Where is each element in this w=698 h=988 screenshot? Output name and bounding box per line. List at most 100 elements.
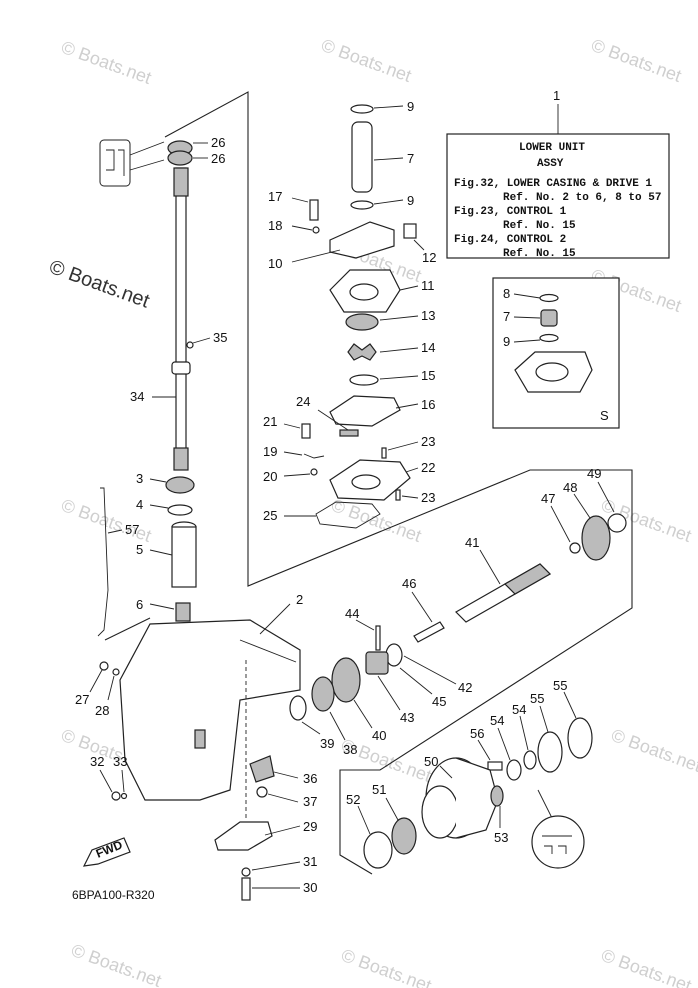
leader [329, 711, 346, 741]
callout-19: 19 [263, 444, 277, 459]
leader [107, 675, 115, 701]
callout-20: 20 [263, 469, 277, 484]
bolt-27 [99, 661, 109, 671]
leader [550, 505, 571, 543]
leader [291, 225, 313, 231]
callout-28: 28 [95, 703, 109, 718]
leader [149, 504, 169, 509]
leader [399, 667, 433, 695]
leader [373, 105, 404, 109]
callout-38: 38 [343, 742, 357, 757]
o-ring-55a [567, 717, 593, 759]
leader [251, 861, 301, 871]
leader [283, 473, 311, 477]
callout-29: 29 [303, 819, 317, 834]
nut-37 [256, 786, 268, 798]
callout-43: 43 [400, 710, 414, 725]
callout-34: 34 [130, 389, 144, 404]
callout-25: 25 [263, 508, 277, 523]
assembly-frame [164, 91, 633, 875]
leader [539, 705, 549, 733]
leader [403, 655, 457, 685]
propeller-shaft-spline [504, 563, 551, 595]
shaft-collar [171, 361, 191, 375]
callout-2: 2 [296, 592, 303, 607]
insert-cartridge-13 [345, 313, 379, 331]
info-box-title: LOWER UNIT [519, 142, 585, 154]
leader [479, 549, 501, 585]
callout-50: 50 [424, 754, 438, 769]
leader [439, 765, 453, 779]
info-box: 1 LOWER UNIT ASSY Fig.32, LOWER CASING &… [446, 88, 670, 260]
leader [192, 337, 211, 344]
callout-11: 11 [421, 278, 435, 293]
bolt-56 [487, 761, 503, 771]
screw-32 [111, 791, 121, 801]
leader [149, 603, 175, 610]
leader [513, 339, 541, 343]
seal-detail-icon [542, 835, 572, 854]
info-box-line: Fig.32, LOWER CASING & DRIVE 1 [454, 178, 652, 190]
callout-12: 12 [422, 250, 436, 265]
bushing-7 [540, 309, 558, 327]
lower-casing-2 [119, 619, 301, 801]
leader [89, 669, 103, 693]
shim-39 [289, 695, 307, 721]
callout-39: 39 [320, 736, 334, 751]
callout-40: 40 [372, 728, 386, 743]
bearing-3 [165, 476, 195, 494]
leader [395, 403, 419, 409]
shift-plunger-46 [413, 621, 445, 643]
reverse-gear-48 [581, 515, 611, 561]
callout-54: 54 [490, 713, 504, 728]
inset-label: S [600, 408, 609, 423]
leader [379, 375, 419, 380]
figure-code: 6BPA100-R320 [72, 888, 155, 902]
inset-callout-7: 7 [503, 309, 510, 324]
info-box-line: Ref. No. 2 to 6, 8 to 57 [503, 192, 661, 204]
callout-32: 32 [90, 754, 104, 769]
callout-7: 7 [407, 151, 414, 166]
gasket-33 [120, 792, 128, 800]
callout-4: 4 [136, 497, 143, 512]
callout-42: 42 [458, 680, 472, 695]
grommet-12 [403, 223, 417, 239]
callout-37: 37 [303, 794, 317, 809]
bearing-housing-bore [421, 785, 459, 839]
leader [405, 467, 419, 473]
leader [597, 481, 615, 513]
callout-23: 23 [421, 434, 435, 449]
callout-21: 21 [263, 414, 277, 429]
leader [107, 529, 123, 534]
washer-28 [112, 668, 120, 676]
callout-14: 14 [421, 340, 435, 355]
callout-49: 49 [587, 466, 601, 481]
leader [497, 727, 511, 761]
leader [563, 691, 577, 719]
leader [513, 316, 541, 319]
plate-22-bore [351, 474, 381, 490]
leader [129, 141, 165, 156]
leader [353, 699, 373, 729]
leader [519, 715, 529, 751]
seal-detail-circle [531, 815, 585, 869]
pin-44 [375, 625, 381, 651]
shim-47 [569, 542, 581, 554]
info-box-line: Fig.23, CONTROL 1 [454, 206, 567, 218]
callout-55: 55 [553, 678, 567, 693]
shim-4 [167, 504, 193, 516]
callout-13: 13 [421, 308, 435, 323]
callout-26: 26 [211, 135, 225, 150]
callout-15: 15 [421, 368, 435, 383]
callout-44: 44 [345, 606, 359, 621]
forward-gear-40 [331, 657, 361, 703]
callout-36: 36 [303, 771, 317, 786]
callout-26: 26 [211, 151, 225, 166]
inset-box: 8 7 9 S [492, 277, 620, 429]
inset-callout-8: 8 [503, 286, 510, 301]
watermark: © Boats.net [609, 725, 698, 776]
bolt-21 [301, 423, 311, 439]
leader [379, 315, 419, 321]
shim-49 [607, 513, 627, 533]
